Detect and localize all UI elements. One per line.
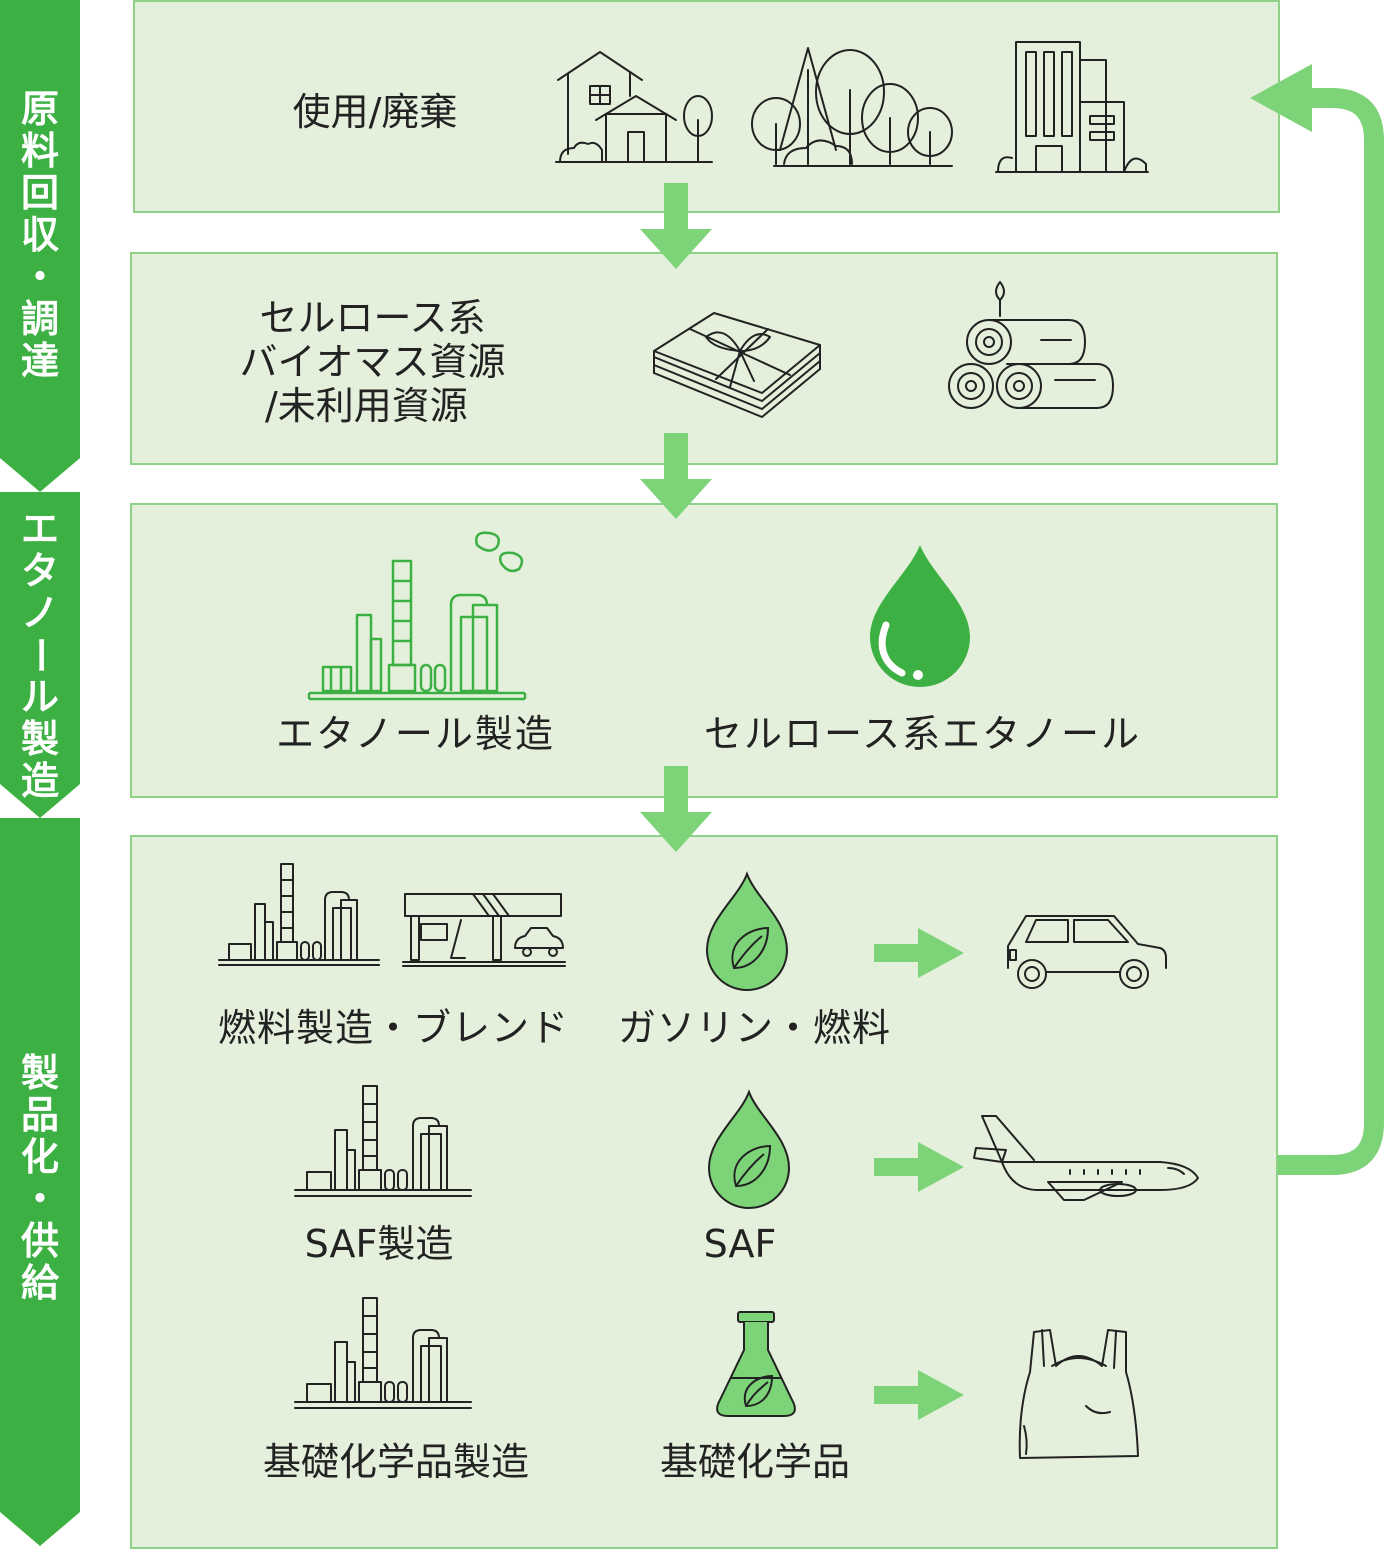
saf-label: SAF (703, 1222, 777, 1266)
paper-bundle-icon (653, 312, 821, 418)
stage-label-products: 製品化・供給 (0, 1052, 80, 1304)
fuel-blend-label: 燃料製造・ブレンド (218, 1006, 570, 1050)
stage-label-char: タ (20, 549, 59, 593)
ethanol-drop-icon (870, 545, 970, 687)
gasoline-label: ガソリン・燃料 (618, 1006, 892, 1050)
ethanol-product-label: セルロース系エタノール (704, 712, 1141, 756)
gas-station-icon (402, 893, 566, 967)
right-arrow-icon (874, 1142, 964, 1192)
stage-label-char: ノ (20, 591, 59, 635)
saf-plant-label: SAF製造 (304, 1222, 454, 1266)
stage-label-char: ・ (20, 255, 59, 299)
plastic-bag-icon (1018, 1329, 1139, 1459)
panel-biomass (130, 252, 1278, 465)
stage-label-char: 造 (20, 759, 59, 803)
factory-icon (294, 1297, 472, 1409)
stage-label-char: 回 (20, 171, 59, 215)
right-arrow-icon (874, 928, 964, 978)
stage-label-ethanol: エタノール製造 (0, 508, 80, 802)
stage-label-char: エ (20, 507, 59, 551)
forest-icon (751, 47, 953, 167)
stage-label-char: 料 (20, 129, 59, 173)
stage-label-char: 品 (20, 1093, 59, 1137)
stage-label-char: ー (17, 635, 62, 675)
stage-label-char: 調 (20, 297, 59, 341)
airplane-icon (973, 1115, 1199, 1201)
return-loop-arrow-icon (1250, 64, 1384, 1175)
stage-label-char: 達 (20, 339, 59, 383)
leaf-drop-icon (705, 871, 789, 991)
down-arrow-icon (640, 183, 712, 269)
car-icon (1007, 915, 1167, 989)
stage-label-char: 供 (20, 1219, 59, 1263)
biomass-label-line1: セルロース系 (259, 296, 486, 340)
logs-icon (948, 281, 1114, 409)
down-arrow-icon (640, 766, 712, 852)
down-arrow-icon (640, 433, 712, 519)
right-arrow-icon (874, 1370, 964, 1420)
biomass-label-line2: バイオマス資源 (239, 340, 506, 384)
use-disposal-label: 使用/廃棄 (292, 90, 458, 134)
house-icon (555, 51, 713, 163)
stage-bar-ethanol (0, 492, 80, 818)
stage-label-procurement: 原料回収・調達 (0, 88, 80, 382)
stage-label-char: 収 (20, 213, 59, 257)
leaf-drop-icon (707, 1089, 791, 1209)
chemical-label: 基礎化学品 (659, 1440, 850, 1484)
factory-icon (307, 531, 527, 701)
stage-label-char: ル (20, 675, 59, 719)
stage-label-char: 原 (20, 87, 59, 131)
biomass-label-line3: /未利用資源 (265, 384, 468, 428)
stage-label-char: ・ (20, 1177, 59, 1221)
chemical-plant-label: 基礎化学品製造 (262, 1440, 529, 1484)
factory-icon (294, 1085, 472, 1197)
stage-label-char: 給 (20, 1261, 59, 1305)
flask-icon (716, 1311, 796, 1417)
biomass-label: セルロース系 バイオマス資源 /未利用資源 (225, 296, 520, 428)
panel-ethanol (130, 503, 1278, 798)
building-icon (995, 41, 1149, 173)
stage-label-char: 化 (20, 1135, 59, 1179)
stage-bar-procurement (0, 0, 80, 492)
stage-label-char: 製 (20, 1051, 59, 1095)
stage-bar-products (0, 818, 80, 1546)
factory-icon (218, 863, 380, 966)
ethanol-plant-label: エタノール製造 (276, 712, 555, 756)
stage-label-char: 製 (20, 717, 59, 761)
